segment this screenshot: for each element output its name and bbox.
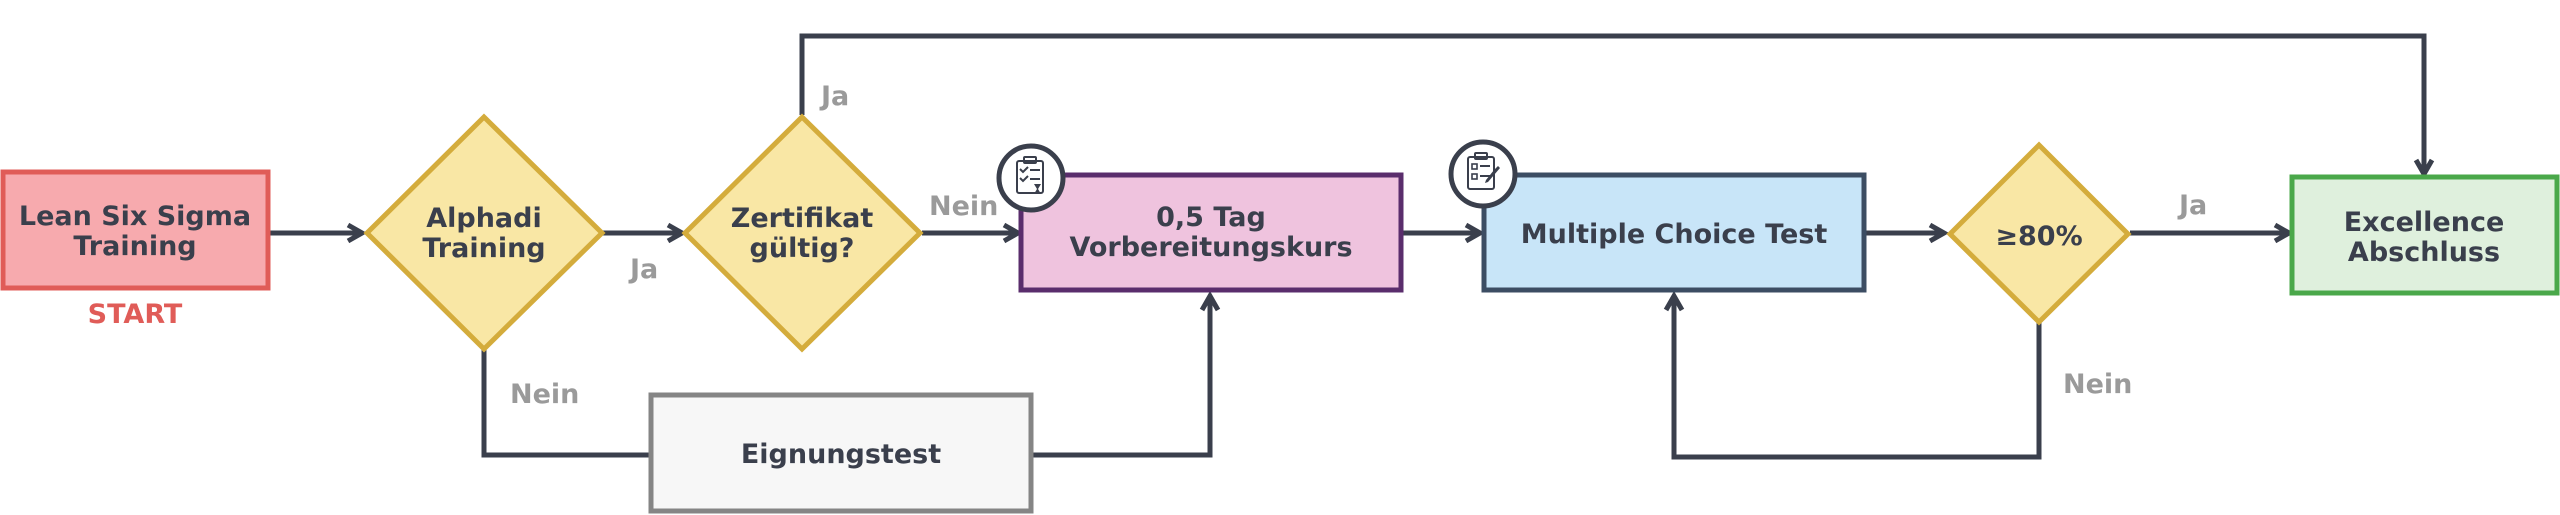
- checklist-clipboard-icon: [996, 143, 1066, 213]
- mc-test-node: Multiple Choice Test: [1448, 139, 1867, 293]
- connectors: [270, 33, 2424, 460]
- zertifikat-diamond: [681, 113, 924, 353]
- threshold-decision: ≥80%: [1946, 141, 2132, 326]
- alphadi-line-1: Alphadi: [426, 203, 542, 234]
- start-box-line-2: Training: [73, 231, 196, 262]
- edge-label-alphadi-nein: Nein: [510, 379, 579, 410]
- edge-label-threshold-nein: Nein: [2063, 369, 2132, 400]
- vorbereitung-line-1: 0,5 Tag: [1156, 202, 1266, 233]
- alphadi-line-2: Training: [422, 233, 545, 264]
- edge-label-alphadi-ja: Ja: [628, 254, 658, 285]
- edge-label-threshold-ja: Ja: [2177, 190, 2207, 221]
- zertifikat-line-2: gültig?: [750, 233, 855, 264]
- start-box-line-1: Lean Six Sigma: [19, 201, 251, 232]
- mc-test-box: [1481, 172, 1867, 293]
- vorbereitung-box: [1018, 172, 1404, 293]
- threshold-label: ≥80%: [1995, 221, 2082, 252]
- excellence-line-2: Abschluss: [2348, 237, 2500, 268]
- mc-test-label: Multiple Choice Test: [1521, 219, 1828, 250]
- excellence-box: [2289, 174, 2560, 296]
- start-box: [0, 169, 271, 291]
- vorbereitung-node: 0,5 Tag Vorbereitungskurs: [996, 143, 1404, 293]
- threshold-diamond: [1946, 141, 2132, 326]
- zertifikat-decision: Zertifikat gültig?: [681, 113, 924, 353]
- edge-threshold-to-mc: [1674, 296, 2042, 460]
- eignungstest-box: [648, 392, 1034, 514]
- edge-zertifikat-to-excellence: [799, 33, 2424, 174]
- start-label: START: [88, 299, 183, 330]
- excellence-line-1: Excellence: [2344, 207, 2505, 238]
- edge-label-zertifikat-ja: Ja: [819, 81, 849, 112]
- excellence-node: Excellence Abschluss: [2289, 174, 2560, 296]
- alphadi-decision: Alphadi Training: [363, 113, 606, 353]
- edge-label-zertifikat-nein: Nein: [929, 191, 998, 222]
- edge-alphadi-to-eignungstest: [481, 350, 650, 458]
- start-node: Lean Six Sigma Training START: [0, 169, 271, 330]
- vorbereitung-line-2: Vorbereitungskurs: [1069, 232, 1352, 263]
- zertifikat-line-1: Zertifikat: [731, 203, 874, 234]
- clipboard-test-icon: [1448, 139, 1518, 209]
- eignungstest-label: Eignungstest: [741, 439, 941, 470]
- eignungstest-node: Eignungstest: [648, 392, 1034, 514]
- alphadi-diamond: [363, 113, 606, 353]
- edge-eignungstest-to-vorbereitung: [1031, 296, 1210, 458]
